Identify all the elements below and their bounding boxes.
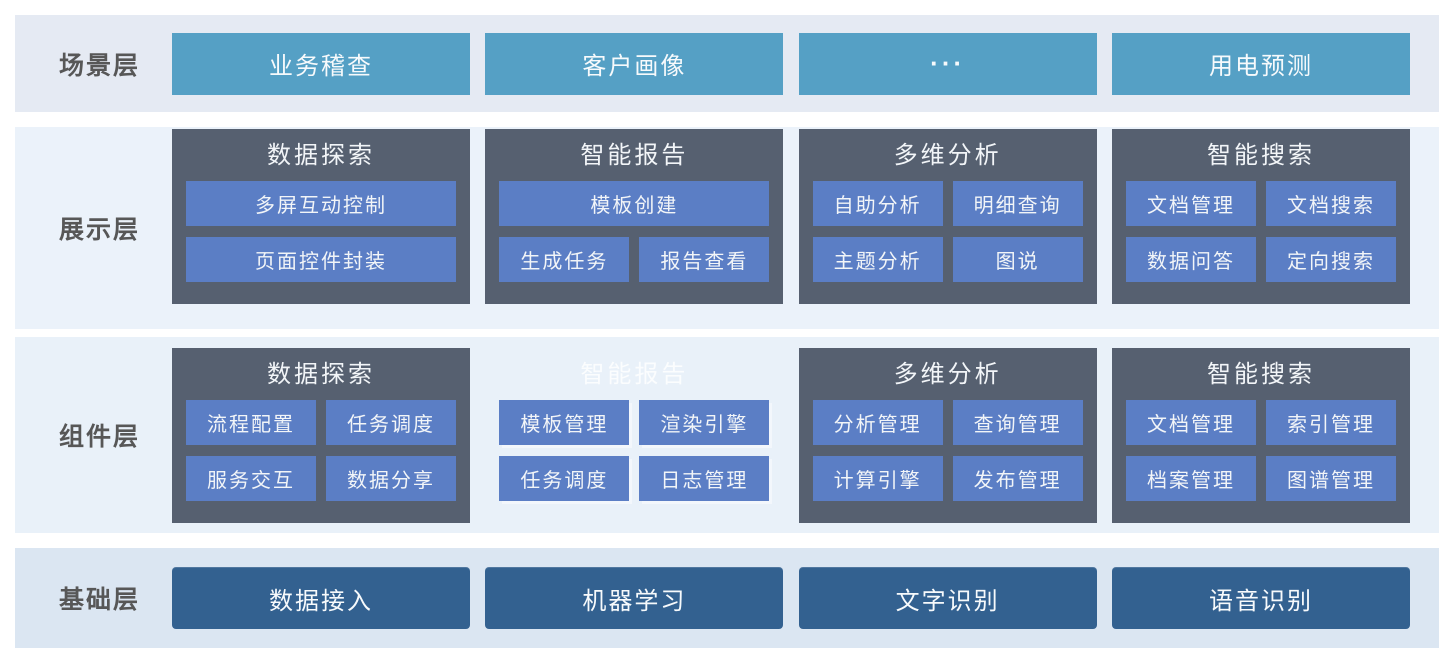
item-data-qa: 数据问答 <box>1125 236 1256 282</box>
item-selfservice-analysis: 自助分析 <box>812 180 943 226</box>
item-multiscreen-control: 多屏互动控制 <box>186 180 456 226</box>
item-analysis-manage: 分析管理 <box>812 399 943 445</box>
item-doc-search: 文档搜索 <box>1265 180 1396 226</box>
layer-band-base: 基础层 数据接入 机器学习 文字识别 语音识别 <box>15 548 1439 648</box>
group-title: 智能搜索 <box>1206 142 1315 169</box>
group-data-exploration: 数据探索 多屏互动控制 页面控件封装 <box>172 128 470 304</box>
base-box-ocr: 文字识别 <box>798 567 1097 629</box>
group-title: 多维分析 <box>893 361 1002 388</box>
item-log-manage: 日志管理 <box>639 455 770 501</box>
item-doc-manage: 文档管理 <box>1125 399 1256 445</box>
item-page-widget-wrap: 页面控件封装 <box>186 236 456 282</box>
item-publish-manage: 发布管理 <box>952 455 1083 501</box>
group-title: 数据探索 <box>267 361 375 388</box>
group-smart-search: 智能搜索 文档管理 文档搜索 数据问答 定向搜索 <box>1111 128 1410 304</box>
group-smart-report-ghost: 智能报告 模板管理 渲染引擎 任务调度 日志管理 <box>485 348 783 523</box>
layer-label-presentation: 展示层 <box>59 216 141 244</box>
item-task-schedule: 任务调度 <box>326 399 456 445</box>
layer-band-component: 组件层 数据探索 流程配置 任务调度 服务交互 数据分享 智能报告 模板管理 渲… <box>15 337 1439 533</box>
group-multidim-analysis: 多维分析 分析管理 查询管理 计算引擎 发布管理 <box>798 347 1097 523</box>
base-box-data-access: 数据接入 <box>172 567 470 629</box>
item-query-manage: 查询管理 <box>952 399 1083 445</box>
item-data-share: 数据分享 <box>326 455 456 501</box>
item-topic-analysis: 主题分析 <box>812 236 943 282</box>
group-title: 数据探索 <box>267 142 375 169</box>
presentation-groups-row: 数据探索 多屏互动控制 页面控件封装 智能报告 模板创建 生成任务 报告查看 多… <box>172 127 1410 329</box>
group-data-exploration: 数据探索 流程配置 任务调度 服务交互 数据分享 <box>172 347 470 523</box>
item-doc-manage: 文档管理 <box>1125 180 1256 226</box>
item-template-manage: 模板管理 <box>499 399 630 445</box>
item-report-view: 报告查看 <box>639 236 770 282</box>
scene-box-ellipsis: ··· <box>798 32 1097 95</box>
item-template-create: 模板创建 <box>499 180 770 226</box>
component-groups-row: 数据探索 流程配置 任务调度 服务交互 数据分享 智能报告 模板管理 渲染引擎 … <box>172 337 1410 533</box>
scene-box-power-forecast: 用电预测 <box>1111 32 1410 95</box>
group-title: 智能搜索 <box>1206 361 1315 388</box>
item-index-manage: 索引管理 <box>1265 399 1396 445</box>
layer-band-presentation: 展示层 数据探索 多屏互动控制 页面控件封装 智能报告 模板创建 生成任务 报告… <box>15 127 1439 329</box>
item-archive-manage: 档案管理 <box>1125 455 1256 501</box>
group-title: 多维分析 <box>893 142 1002 169</box>
layer-label-component: 组件层 <box>59 423 141 451</box>
item-targeted-search: 定向搜索 <box>1265 236 1396 282</box>
item-chart-story: 图说 <box>952 236 1083 282</box>
base-boxes-row: 数据接入 机器学习 文字识别 语音识别 <box>172 548 1410 648</box>
layer-band-scene: 场景层 业务稽查 客户画像 ··· 用电预测 <box>15 15 1439 112</box>
item-graph-manage: 图谱管理 <box>1265 455 1396 501</box>
item-render-engine: 渲染引擎 <box>639 399 770 445</box>
item-generate-task: 生成任务 <box>499 236 630 282</box>
group-title: 智能报告 <box>580 142 689 169</box>
item-task-schedule: 任务调度 <box>499 455 630 501</box>
group-smart-search: 智能搜索 文档管理 索引管理 档案管理 图谱管理 <box>1111 347 1410 523</box>
item-flow-config: 流程配置 <box>186 399 316 445</box>
item-detail-query: 明细查询 <box>952 180 1083 226</box>
group-multidim-analysis: 多维分析 自助分析 明细查询 主题分析 图说 <box>798 128 1097 304</box>
item-compute-engine: 计算引擎 <box>812 455 943 501</box>
layer-label-scene: 场景层 <box>59 51 141 80</box>
group-title: 智能报告 <box>580 361 689 388</box>
group-smart-report: 智能报告 模板创建 生成任务 报告查看 <box>485 128 784 304</box>
base-box-speech-recognition: 语音识别 <box>1111 567 1410 629</box>
scene-box-business-audit: 业务稽查 <box>172 32 470 95</box>
item-service-interaction: 服务交互 <box>186 455 316 501</box>
layer-label-base: 基础层 <box>59 586 141 614</box>
scene-boxes-row: 业务稽查 客户画像 ··· 用电预测 <box>172 15 1410 112</box>
base-box-machine-learning: 机器学习 <box>485 567 784 629</box>
scene-box-customer-profile: 客户画像 <box>485 32 784 95</box>
